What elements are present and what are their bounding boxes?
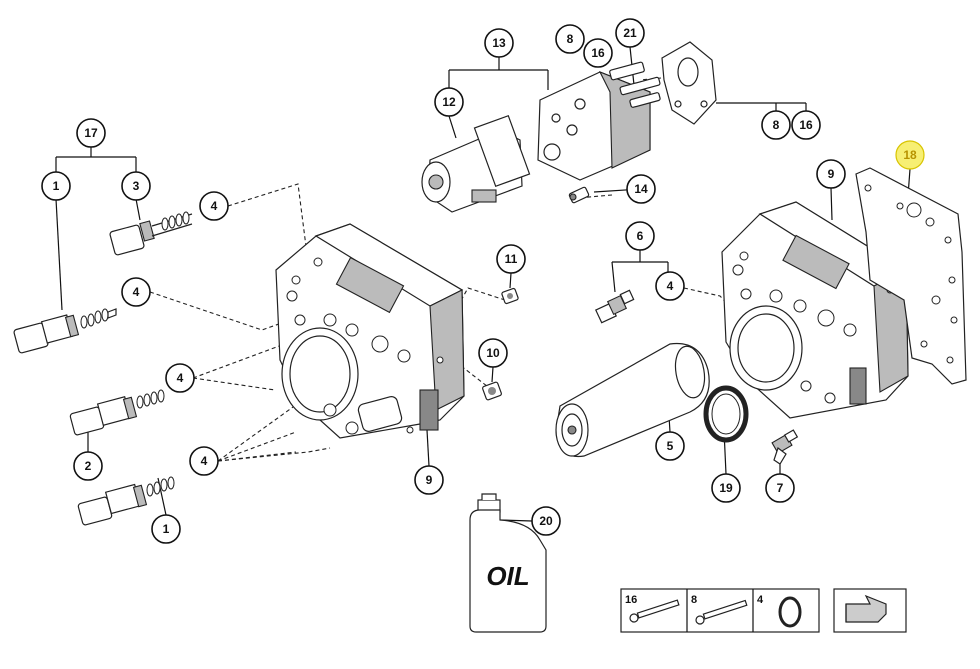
svg-text:7: 7 [777, 481, 784, 495]
svg-text:8: 8 [691, 594, 697, 606]
svg-text:4: 4 [211, 199, 218, 213]
svg-text:16: 16 [625, 594, 637, 606]
svg-text:9: 9 [426, 473, 433, 487]
svg-text:20: 20 [539, 514, 553, 528]
svg-text:18: 18 [903, 148, 917, 162]
callout-20[interactable]: 20 [531, 506, 561, 536]
solenoid-valve-1-upper [13, 308, 117, 354]
callout-7[interactable]: 7 [765, 473, 795, 503]
svg-text:11: 11 [505, 252, 518, 266]
svg-text:4: 4 [201, 454, 208, 468]
callout-12[interactable]: 12 [434, 87, 464, 117]
long-bolt-icon [629, 599, 680, 623]
callout-18-highlighted[interactable]: 18 [895, 140, 925, 170]
callout-8-right[interactable]: 8 [761, 110, 791, 140]
callout-4-d[interactable]: 4 [189, 446, 219, 476]
callout-6[interactable]: 6 [625, 221, 655, 251]
callout-9-left[interactable]: 9 [414, 465, 444, 495]
svg-text:16: 16 [799, 118, 813, 132]
callout-16-right[interactable]: 16 [791, 110, 821, 140]
callout-19[interactable]: 19 [711, 473, 741, 503]
actuator-motor-12 [421, 114, 531, 213]
callout-5[interactable]: 5 [655, 431, 685, 461]
svg-text:16: 16 [591, 46, 605, 60]
svg-text:12: 12 [442, 95, 456, 109]
solenoid-valve-2 [69, 389, 165, 436]
svg-text:2: 2 [85, 459, 92, 473]
svg-text:8: 8 [567, 32, 574, 46]
svg-text:14: 14 [634, 182, 648, 196]
callout-4-b[interactable]: 4 [121, 277, 151, 307]
seal-ring-19 [703, 385, 749, 443]
svg-text:1: 1 [163, 522, 170, 536]
callout-4-c[interactable]: 4 [165, 363, 195, 393]
svg-text:17: 17 [84, 126, 98, 140]
svg-text:4: 4 [667, 279, 674, 293]
callout-11[interactable]: 11 [496, 244, 526, 274]
valve-block-top [537, 61, 661, 181]
bolt-icon [695, 599, 748, 625]
svg-text:19: 19 [719, 481, 733, 495]
svg-text:4: 4 [177, 371, 184, 385]
svg-text:8: 8 [773, 118, 780, 132]
legend-item-16[interactable]: 16 [625, 594, 680, 623]
svg-text:10: 10 [486, 346, 500, 360]
callout-4-e[interactable]: 4 [655, 271, 685, 301]
solenoid-valve-3 [109, 211, 193, 256]
gasket-16-top [661, 41, 717, 125]
callout-8-top[interactable]: 8 [555, 24, 585, 54]
svg-text:13: 13 [492, 36, 506, 50]
sensor-7 [771, 429, 799, 465]
callout-21[interactable]: 21 [615, 18, 645, 48]
gasket-18 [855, 167, 967, 385]
bolt-11 [501, 287, 519, 305]
callout-3[interactable]: 3 [121, 171, 151, 201]
svg-text:6: 6 [637, 229, 644, 243]
bolt-14 [568, 186, 590, 204]
callout-13[interactable]: 13 [484, 28, 514, 58]
svg-text:1: 1 [53, 179, 60, 193]
solenoid-valve-1-lower [77, 476, 175, 526]
callout-1-top[interactable]: 1 [41, 171, 71, 201]
svg-text:21: 21 [623, 26, 637, 40]
svg-text:4: 4 [757, 594, 764, 606]
next-arrow-icon [845, 594, 887, 623]
callout-2[interactable]: 2 [73, 451, 103, 481]
oil-bottle-20: OIL [469, 493, 547, 633]
sensor-6 [594, 289, 635, 324]
legend-item-8[interactable]: 8 [691, 594, 748, 625]
callout-1-bottom[interactable]: 1 [151, 514, 181, 544]
svg-text:5: 5 [667, 439, 674, 453]
callout-9-right[interactable]: 9 [816, 159, 846, 189]
legend-item-4[interactable]: 4 [757, 594, 802, 628]
callout-17[interactable]: 17 [76, 118, 106, 148]
callout-14[interactable]: 14 [626, 174, 656, 204]
svg-text:4: 4 [133, 285, 140, 299]
hardware-legend: 16 8 4 [620, 588, 907, 633]
filter-5 [555, 342, 710, 458]
svg-text:9: 9 [828, 167, 835, 181]
hydraulic-housing-left [275, 223, 465, 439]
o-ring-icon [778, 596, 802, 628]
bolt-10 [482, 381, 502, 401]
callout-4-a[interactable]: 4 [199, 191, 229, 221]
oil-label: OIL [486, 561, 529, 591]
callout-10[interactable]: 10 [478, 338, 508, 368]
callout-16-top[interactable]: 16 [583, 38, 613, 68]
svg-text:3: 3 [133, 179, 140, 193]
